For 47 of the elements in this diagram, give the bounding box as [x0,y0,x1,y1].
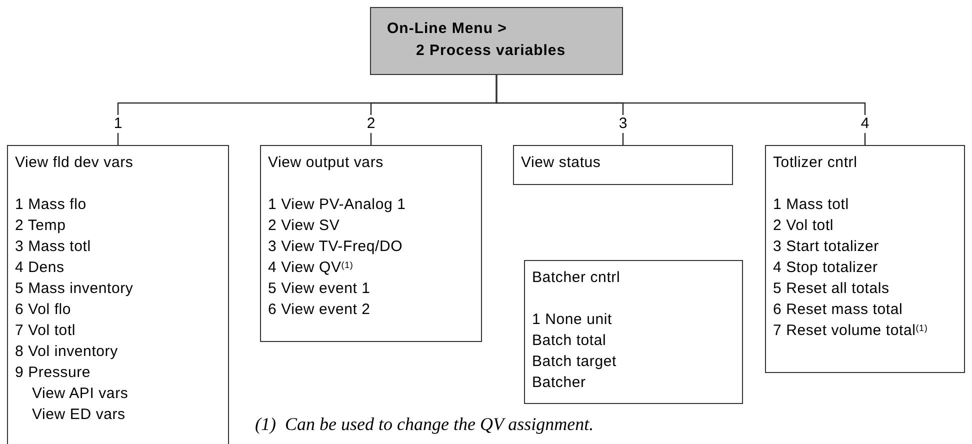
menu-item: 2 View SV [268,216,340,236]
menu-item: 6 View event 2 [268,300,370,320]
menu-title: On-Line Menu > [387,19,507,39]
menu-box [513,145,733,185]
menu-title: 2 Process variables [415,41,566,61]
menu-heading: Batcher cntrl [532,268,620,288]
menu-item: 3 Mass totl [15,237,91,257]
menu-item: 9 Pressure [15,363,91,383]
menu-item: 6 Vol flo [15,300,72,320]
menu-item: View API vars [31,384,128,404]
menu-item: Batch total [532,331,606,351]
menu-box [524,260,743,404]
menu-heading: View fld dev vars [15,153,134,173]
menu-heading: View output vars [268,153,384,173]
menu-item: 1 Mass flo [15,195,86,215]
menu-item: 2 Temp [15,216,66,236]
edge-label: 3 [618,115,628,133]
menu-box [260,145,482,342]
menu-item: View ED vars [31,405,126,425]
menu-item: 8 Vol inventory [15,342,118,362]
menu-item: 5 Mass inventory [15,279,134,299]
menu-box [7,145,229,444]
edge-label: 1 [112,115,124,133]
edge-label: 4 [860,115,870,133]
menu-item: 3 Start totalizer [773,237,879,257]
menu-item: 5 View event 1 [268,279,370,299]
menu-item: Batch target [532,352,616,372]
menu-heading: Totlizer cntrl [773,153,858,173]
menu-item: 4 View QV$^{(1)}$ [268,258,354,278]
menu-item: 4 Dens [15,258,64,278]
footnote: (1) Can be used to change the QV assignment. [255,413,594,435]
menu-item: 1 None unit [532,310,612,330]
edge-label: 2 [366,115,376,133]
menu-item: 1 Mass totl [773,195,849,215]
menu-item: 7 Vol totl [15,321,76,341]
menu-item: 5 Reset all totals [773,279,890,299]
menu-item: Batcher [532,373,586,393]
menu-item: 7 Reset volume total$^{(1)}$ [773,321,928,341]
menu-item: 2 Vol totl [773,216,834,236]
menu-item: 3 View TV-Freq/DO [268,237,403,257]
menu-item: 1 View PV-Analog 1 [268,195,406,215]
menu-title-box [370,7,623,75]
menu-box [765,145,965,373]
menu-item: 6 Reset mass total [773,300,903,320]
menu-heading: View status [521,153,601,173]
menu-item: 4 Stop totalizer [773,258,878,278]
connector-line [496,75,866,145]
